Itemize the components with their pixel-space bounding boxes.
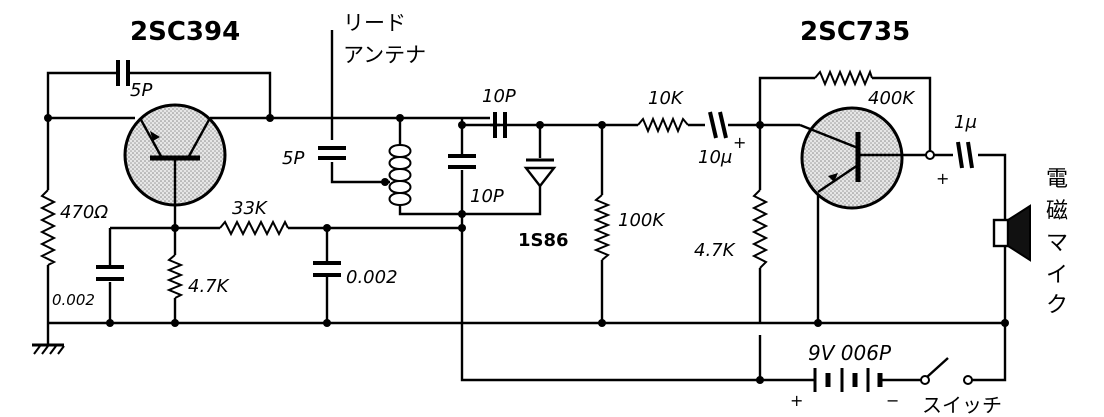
capacitor-c-input <box>708 111 728 139</box>
capacitor-c-bypass-mid <box>313 261 341 277</box>
microphone-icon <box>992 204 1031 262</box>
label-c-mic: 1μ <box>954 112 977 133</box>
label-c-bypass-left: 0.002 <box>52 291 95 309</box>
q2-part-label: 2SC735 <box>800 17 910 47</box>
resistor-r-emitter <box>166 254 184 299</box>
label-r-feedback2: 400K <box>868 88 915 109</box>
resistor-r-feedback2 <box>814 69 873 87</box>
diode-1s86 <box>523 158 557 188</box>
junction-dots <box>44 114 1009 384</box>
capacitor-c-coupling <box>493 112 507 138</box>
switch <box>920 357 973 385</box>
capacitor-c-antenna <box>318 146 346 160</box>
transistor-q1 <box>123 103 227 207</box>
capacitor-c-mic <box>956 141 974 169</box>
battery-9v <box>813 368 883 392</box>
label-c-coupling: 10P <box>482 86 516 107</box>
label-switch: スイッチ <box>922 393 1002 417</box>
plus-sign-battery: + <box>790 391 803 410</box>
label-r-detector: 100K <box>618 210 665 231</box>
label-r-emitter: 4.7K <box>188 276 230 297</box>
label-c-antenna: 5P <box>282 148 304 169</box>
capacitor-c-feedback <box>116 60 130 86</box>
antenna-label-line1: リード <box>343 11 406 35</box>
label-c-tank: 10P <box>470 186 504 207</box>
mic-label-char-2: 磁 <box>1046 199 1068 224</box>
antenna-label-line2: アンテナ <box>343 43 426 67</box>
label-diode: 1S86 <box>518 230 569 251</box>
label-battery: 9V 006P <box>808 341 892 365</box>
inductor-coil <box>388 144 412 206</box>
resistor-r-bias2 <box>751 189 769 269</box>
resistor-r-emitter-bias <box>39 189 57 266</box>
resistor-r-detector <box>593 194 611 261</box>
capacitor-c-tank <box>448 154 476 169</box>
label-c-bypass-mid: 0.002 <box>346 267 398 288</box>
plus-sign-c-mic: + <box>936 169 949 188</box>
label-r-bias2: 4.7K <box>694 240 736 261</box>
mic-label-char-5: ク <box>1046 293 1068 318</box>
label-r-series: 33K <box>232 198 268 219</box>
label-r-emitter-bias: 470Ω <box>60 202 108 223</box>
label-c-input: 10μ <box>698 147 732 168</box>
resistor-r-series <box>219 219 289 237</box>
ground-symbol <box>32 343 65 355</box>
q1-part-label: 2SC394 <box>130 17 240 47</box>
mic-label-char-1: 電 <box>1046 167 1068 192</box>
mic-label-char-3: マ <box>1046 231 1068 256</box>
label-r-input: 10K <box>648 88 684 109</box>
label-c-feedback: 5P <box>130 80 152 101</box>
transistor-q2 <box>799 106 904 210</box>
mic-label-char-4: イ <box>1046 263 1068 288</box>
minus-sign-battery: − <box>886 391 899 410</box>
resistor-r-input <box>637 116 689 134</box>
capacitor-c-bypass-left <box>96 265 124 281</box>
plus-sign-c-input: + <box>733 133 746 152</box>
